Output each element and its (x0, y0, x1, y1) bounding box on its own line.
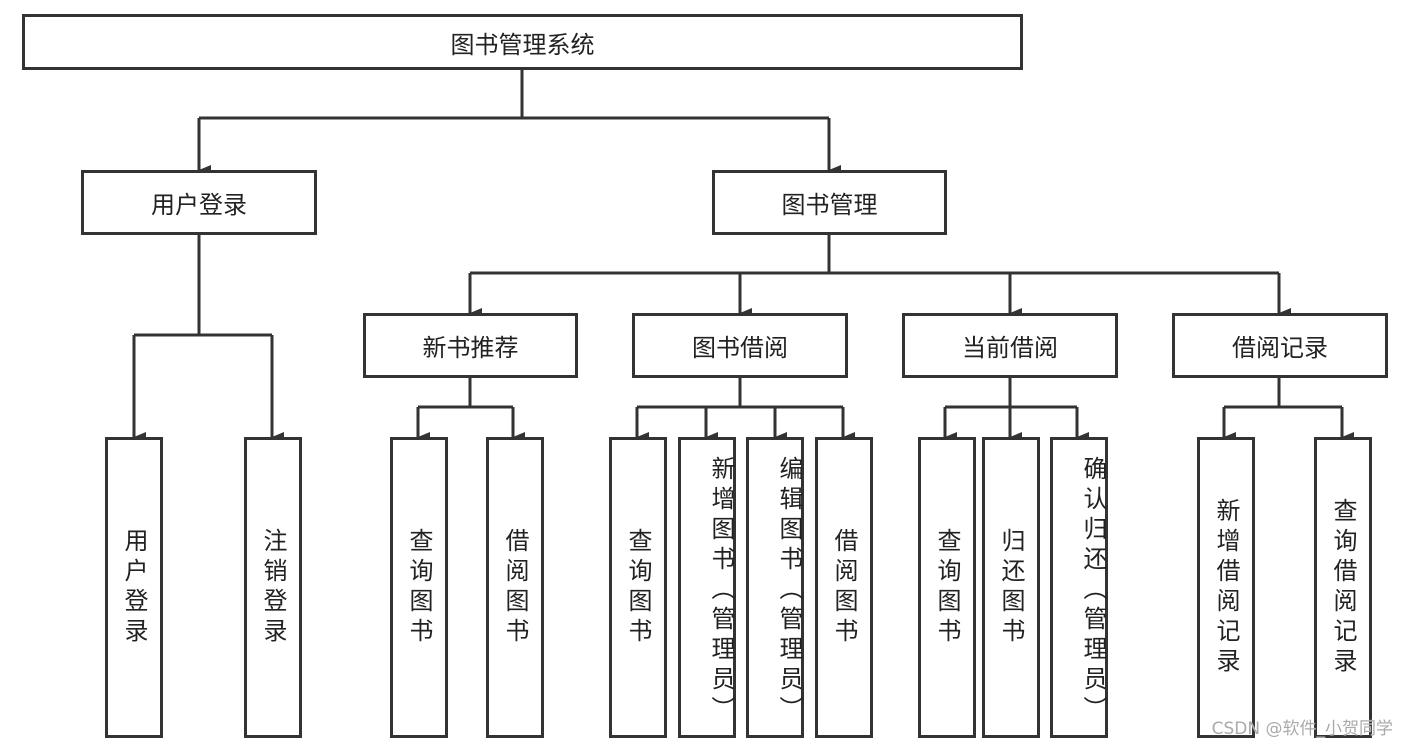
node-borrow-records: 借阅记录 (1172, 313, 1388, 378)
leaf-user-login: 用户登录 (105, 437, 163, 738)
leaf-return-book: 归还图书 (982, 437, 1040, 738)
leaf-borrow-book: 借阅图书 (486, 437, 544, 738)
leaf-add-book-admin: 新增图书（管理员） (678, 437, 736, 738)
node-new-book-recommend: 新书推荐 (363, 313, 578, 378)
leaf-confirm-return-admin: 确认归还（管理员） (1050, 437, 1108, 738)
node-user-login: 用户登录 (81, 170, 317, 235)
leaf-logout: 注销登录 (244, 437, 302, 738)
leaf-add-borrow-record: 新增借阅记录 (1197, 437, 1255, 738)
leaf-edit-book-admin: 编辑图书（管理员） (746, 437, 804, 738)
leaf-query-borrow-record: 查询借阅记录 (1314, 437, 1372, 738)
node-book-management: 图书管理 (712, 170, 947, 235)
root-node: 图书管理系统 (22, 14, 1023, 70)
leaf-query-book: 查询图书 (609, 437, 667, 738)
leaf-query-book: 查询图书 (390, 437, 448, 738)
leaf-query-book: 查询图书 (918, 437, 976, 738)
leaf-borrow-book: 借阅图书 (815, 437, 873, 738)
watermark: CSDN @软件_小贺同学 (1211, 719, 1393, 739)
node-book-borrow: 图书借阅 (632, 313, 848, 378)
node-current-borrow: 当前借阅 (902, 313, 1118, 378)
